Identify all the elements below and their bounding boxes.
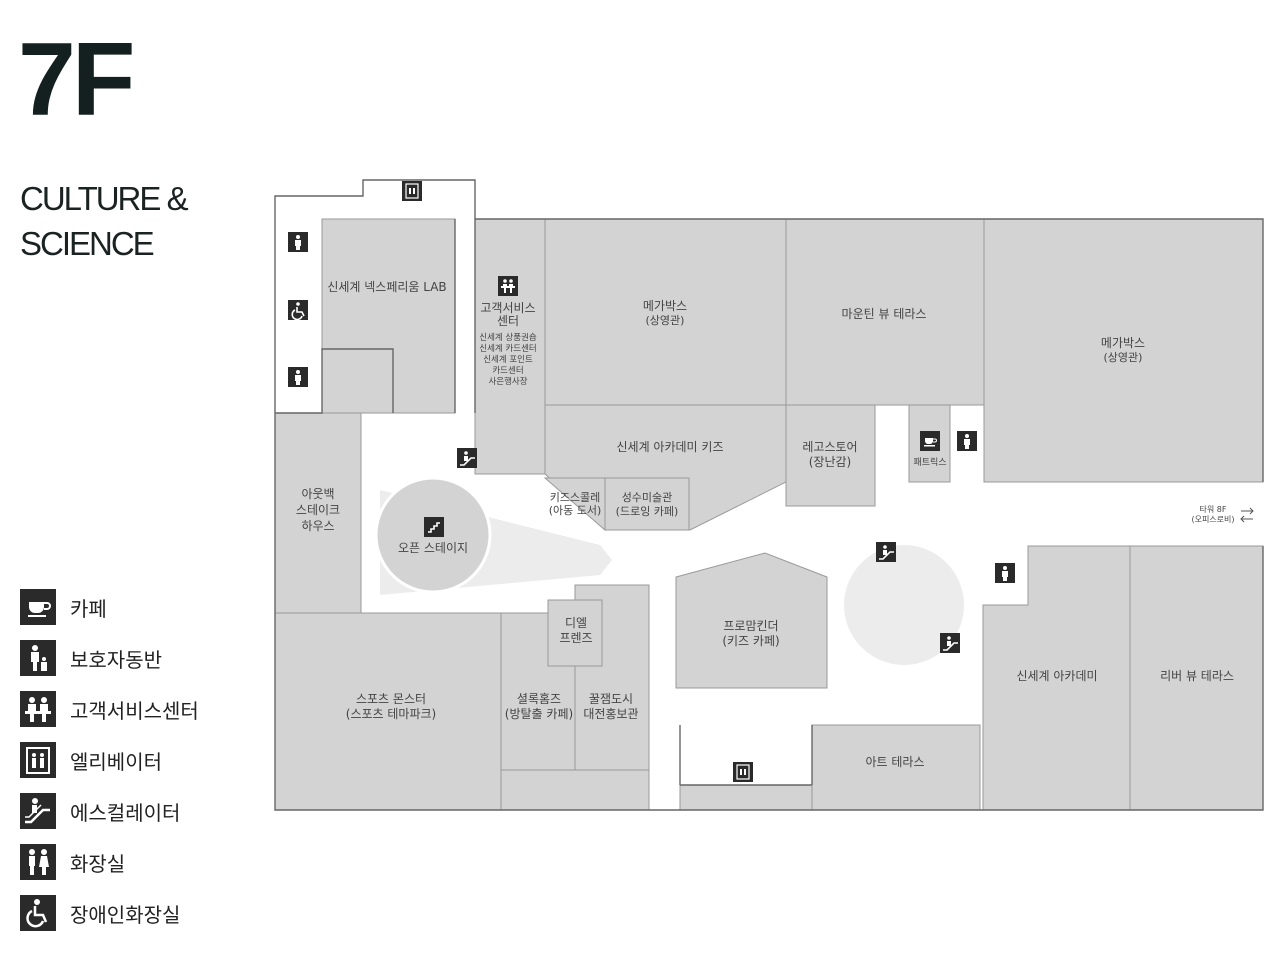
label-kkuljaem: 꿀잼도시 <box>589 692 633 706</box>
label-customer-service-sub: 카드센터 <box>492 365 523 376</box>
label-open-stage: 오픈 스테이지 <box>398 541 468 555</box>
label-customer-service-sub: 신세계 포인트 <box>483 354 533 365</box>
label-tower-8f-sub: (오피스로비) <box>1191 515 1234 524</box>
label-megabox-2: 메가박스 <box>1101 336 1145 350</box>
nursing-room-icon <box>995 563 1015 583</box>
label-delm-friends: 프렌즈 <box>559 631 592 645</box>
label-nexperium-lab: 신세계 넥스페리움 LAB <box>327 280 446 294</box>
label-customer-service-sub: 사은행사장 <box>488 376 527 387</box>
atrium-circle <box>844 545 964 665</box>
room-mountain-view-terrace[interactable] <box>785 218 985 406</box>
restroom-icon <box>20 844 56 880</box>
floor-category-line1: CULTURE & <box>20 180 189 217</box>
label-kkuljaem-sub: 대전홍보관 <box>583 707 638 721</box>
label-customer-service-sub: 신세계 상품권숍 <box>479 332 537 343</box>
elevator-icon[interactable] <box>732 761 754 783</box>
legend-item-restroom: 화장실 <box>20 844 280 880</box>
label-sherlock: 셜록홈즈 <box>517 692 561 706</box>
room-nexperium-lab[interactable] <box>321 218 456 414</box>
legend-label: 엘리베이터 <box>70 749 162 774</box>
escalator-icon <box>20 793 56 829</box>
legend-label: 화장실 <box>70 851 126 876</box>
label-megabox-1-sub: (상영관) <box>646 314 685 327</box>
legend-label: 보호자동반 <box>70 647 162 672</box>
room-megabox-1[interactable] <box>544 218 787 406</box>
customer-service-icon <box>498 276 518 296</box>
label-lego-store-sub: (장난감) <box>809 455 851 469</box>
customer-service-icon <box>20 691 56 727</box>
label-outback: 스테이크 <box>296 503 340 517</box>
label-lego-store: 레고스토어 <box>802 440 857 454</box>
room-art-annex <box>679 784 813 811</box>
legend-item-elevator: 엘리베이터 <box>20 742 280 778</box>
label-kids-school-sub: (아동 도서) <box>549 504 602 517</box>
label-academy-kids: 신세계 아카데미 키즈 <box>617 440 724 454</box>
escalator-icon[interactable] <box>875 541 897 563</box>
room-lego-store[interactable] <box>785 404 876 507</box>
legend-item-nursing: 보호자동반 <box>20 640 280 676</box>
label-seongsu-art-sub: (드로잉 카페) <box>616 505 679 518</box>
label-program-kinder: 프로맘킨더 <box>723 619 778 633</box>
legend-item-accessible: 장애인화장실 <box>20 895 280 931</box>
label-sports-monster: 스포츠 몬스터 <box>356 692 426 706</box>
label-customer-service: 고객서비스 <box>480 301 535 315</box>
floor-number: 7F <box>18 22 135 138</box>
escalator-icon[interactable] <box>456 447 478 469</box>
label-sports-monster-sub: (스포츠 테마파크) <box>346 707 436 721</box>
label-customer-service: 센터 <box>497 314 519 328</box>
elevator-icon[interactable] <box>401 180 423 202</box>
label-patterics: 패트릭스 <box>913 456 946 468</box>
label-mountain-view-terrace: 마운틴 뷰 테라스 <box>842 307 927 321</box>
label-river-view-terrace: 리버 뷰 테라스 <box>1160 669 1234 683</box>
accessible-restroom-icon <box>287 299 309 321</box>
room-art-terrace[interactable] <box>811 724 981 811</box>
room-seongsu-art[interactable] <box>604 477 690 531</box>
label-art-terrace: 아트 테라스 <box>865 755 924 769</box>
label-delm-friends: 디엘 <box>565 616 587 630</box>
room-delm-friends[interactable] <box>547 599 603 667</box>
nursing-room-icon <box>20 640 56 676</box>
legend-item-customer-service: 고객서비스센터 <box>20 691 280 727</box>
legend-label: 카페 <box>70 596 107 621</box>
label-outback: 하우스 <box>301 519 334 533</box>
restroom-icon <box>288 367 308 387</box>
room-sports-annex <box>500 769 650 811</box>
tower-exit-arrow-icon <box>1240 507 1254 523</box>
floor-category-line2: SCIENCE <box>20 225 155 262</box>
legend-label: 장애인화장실 <box>70 902 181 927</box>
legend-label: 고객서비스센터 <box>70 698 199 723</box>
legend-label: 에스컬레이터 <box>70 800 181 825</box>
legend-item-escalator: 에스컬레이터 <box>20 793 280 829</box>
room-river-view-terrace[interactable] <box>1129 545 1264 811</box>
label-program-kinder-sub: (키즈 카페) <box>722 634 779 648</box>
restroom-icon <box>957 431 977 451</box>
label-megabox-1: 메가박스 <box>643 299 687 313</box>
room-sports-monster[interactable] <box>274 612 502 811</box>
room-outback[interactable] <box>274 412 362 614</box>
room-program-kinder[interactable] <box>675 552 828 689</box>
label-megabox-2-sub: (상영관) <box>1104 351 1143 364</box>
label-seongsu-art: 성수미술관 <box>622 491 673 504</box>
elevator-icon <box>20 742 56 778</box>
label-kids-school: 키즈스콜레 <box>550 491 601 504</box>
escalator-icon[interactable] <box>939 632 961 654</box>
accessible-restroom-icon <box>20 895 56 931</box>
label-academy: 신세계 아카데미 <box>1016 669 1097 683</box>
legend-item-cafe: 카페 <box>20 589 280 625</box>
cafe-icon <box>20 589 56 625</box>
restroom-icon <box>288 232 308 252</box>
stairs-icon <box>423 516 445 538</box>
label-tower-8f: 타워 8F <box>1200 505 1227 514</box>
label-customer-service-sub: 신세계 카드센터 <box>479 343 536 354</box>
cafe-icon <box>919 430 941 452</box>
label-outback: 아웃백 <box>301 487 334 501</box>
room-megabox-2[interactable] <box>983 218 1264 483</box>
label-sherlock-sub: (방탈출 카페) <box>505 707 573 721</box>
